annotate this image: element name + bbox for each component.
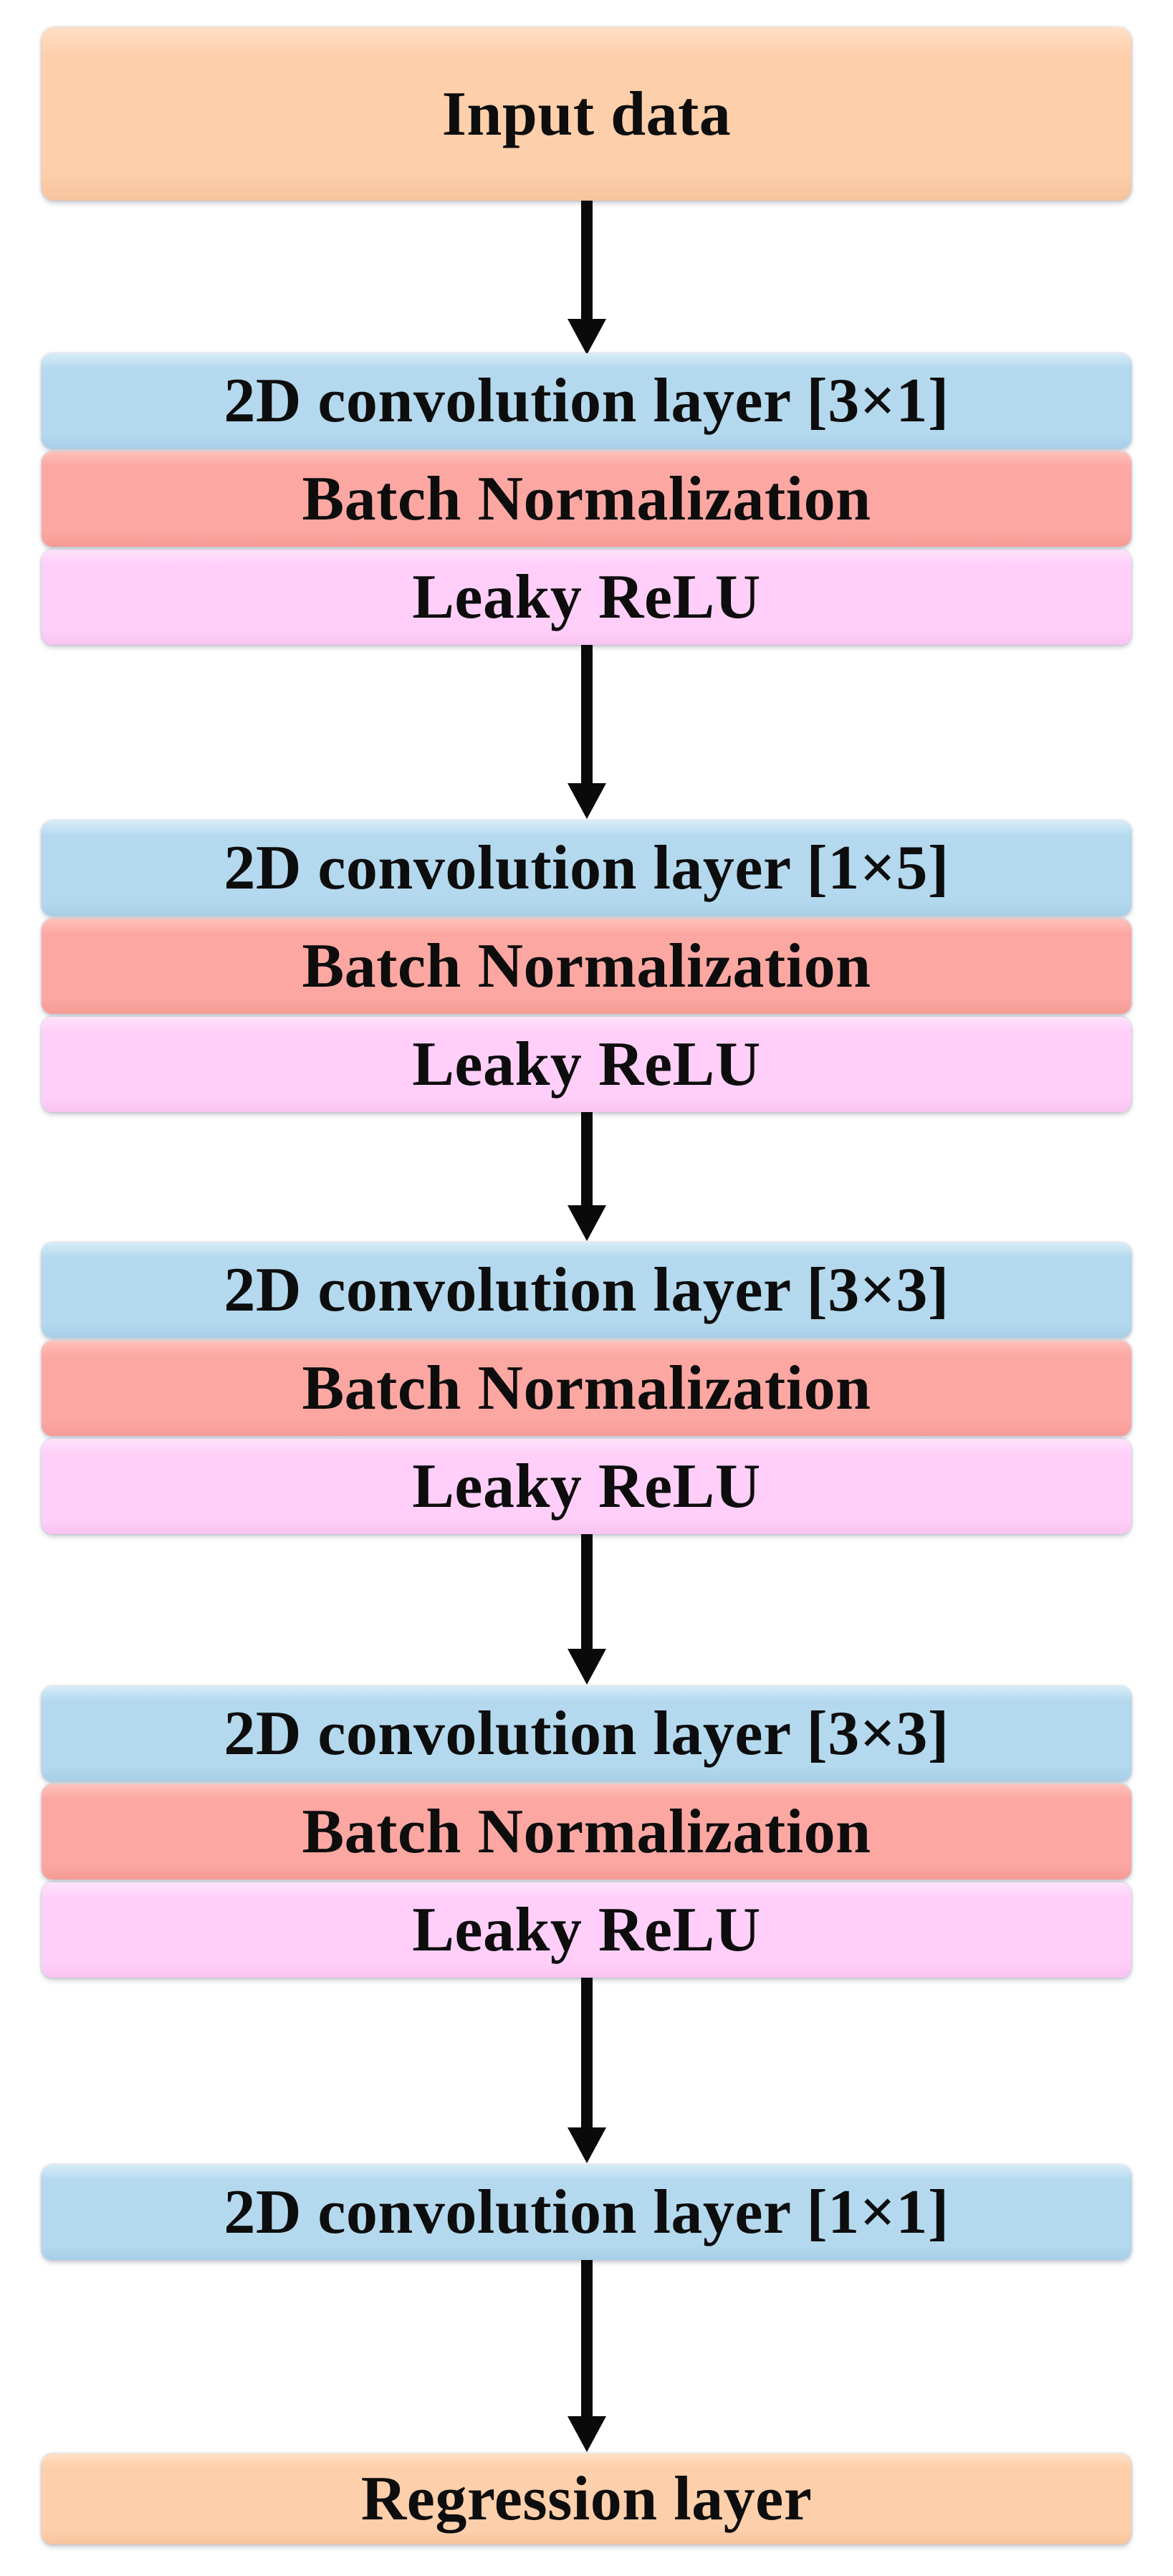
conv-layer-1x1-label: 2D convolution layer [1×1] xyxy=(224,2178,949,2247)
conv-layer-3x3-b: 2D convolution layer [3×3] xyxy=(42,1686,1131,1781)
batch-normalization-4: Batch Normalization xyxy=(42,1784,1131,1880)
arrow-head xyxy=(567,2416,606,2452)
conv-layer-3x3-a-label: 2D convolution layer [3×3] xyxy=(224,1255,949,1325)
arrow-down-icon xyxy=(0,1534,1173,1685)
conv-layer-1x1: 2D convolution layer [1×1] xyxy=(42,2165,1131,2260)
conv-layer-1x5-label: 2D convolution layer [1×5] xyxy=(224,833,949,903)
arrow-down-icon xyxy=(0,201,1173,355)
arrow-shaft xyxy=(580,201,593,319)
arrow-head xyxy=(567,1205,606,1241)
leaky-relu-1: Leaky ReLU xyxy=(42,550,1131,645)
leaky-relu-1-label: Leaky ReLU xyxy=(412,562,761,632)
arrow-head xyxy=(567,319,606,355)
arrow-shaft xyxy=(580,645,593,783)
leaky-relu-2: Leaky ReLU xyxy=(42,1017,1131,1112)
leaky-relu-3: Leaky ReLU xyxy=(42,1439,1131,1534)
arrow-down-icon xyxy=(0,645,1173,819)
batch-normalization-4-label: Batch Normalization xyxy=(302,1797,871,1867)
node-input-data-label: Input data xyxy=(441,79,732,149)
conv-block-1: 2D convolution layer [3×1] Batch Normali… xyxy=(42,353,1131,645)
node-regression-layer: Regression layer xyxy=(42,2453,1131,2544)
conv-layer-1x5: 2D convolution layer [1×5] xyxy=(42,820,1131,916)
arrow-shaft xyxy=(580,1978,593,2127)
arrow-head xyxy=(567,783,606,819)
node-input-data: Input data xyxy=(42,27,1131,201)
batch-normalization-2-label: Batch Normalization xyxy=(302,932,871,1001)
batch-normalization-1-label: Batch Normalization xyxy=(302,464,871,534)
arrow-shaft xyxy=(580,1112,593,1205)
conv-layer-3x1-label: 2D convolution layer [3×1] xyxy=(224,366,949,436)
node-regression-layer-label: Regression layer xyxy=(360,2464,813,2534)
arrow-head xyxy=(567,1649,606,1685)
conv-layer-3x1: 2D convolution layer [3×1] xyxy=(42,353,1131,449)
arrow-down-icon xyxy=(0,1978,1173,2163)
conv-block-3: 2D convolution layer [3×3] Batch Normali… xyxy=(42,1242,1131,1534)
batch-normalization-3-label: Batch Normalization xyxy=(302,1354,871,1423)
leaky-relu-2-label: Leaky ReLU xyxy=(412,1030,761,1099)
batch-normalization-2: Batch Normalization xyxy=(42,919,1131,1014)
batch-normalization-1: Batch Normalization xyxy=(42,451,1131,547)
batch-normalization-3: Batch Normalization xyxy=(42,1341,1131,1436)
conv-layer-3x3-b-label: 2D convolution layer [3×3] xyxy=(224,1699,949,1768)
conv-block-4: 2D convolution layer [3×3] Batch Normali… xyxy=(42,1686,1131,1978)
leaky-relu-4: Leaky ReLU xyxy=(42,1882,1131,1978)
arrow-down-icon xyxy=(0,1112,1173,1241)
arrow-head xyxy=(567,2127,606,2163)
leaky-relu-4-label: Leaky ReLU xyxy=(412,1895,761,1965)
arrow-shaft xyxy=(580,1534,593,1649)
arrow-shaft xyxy=(580,2260,593,2416)
arrow-down-icon xyxy=(0,2260,1173,2452)
conv-block-2: 2D convolution layer [1×5] Batch Normali… xyxy=(42,820,1131,1112)
conv-layer-3x3-a: 2D convolution layer [3×3] xyxy=(42,1242,1131,1338)
leaky-relu-3-label: Leaky ReLU xyxy=(412,1452,761,1521)
